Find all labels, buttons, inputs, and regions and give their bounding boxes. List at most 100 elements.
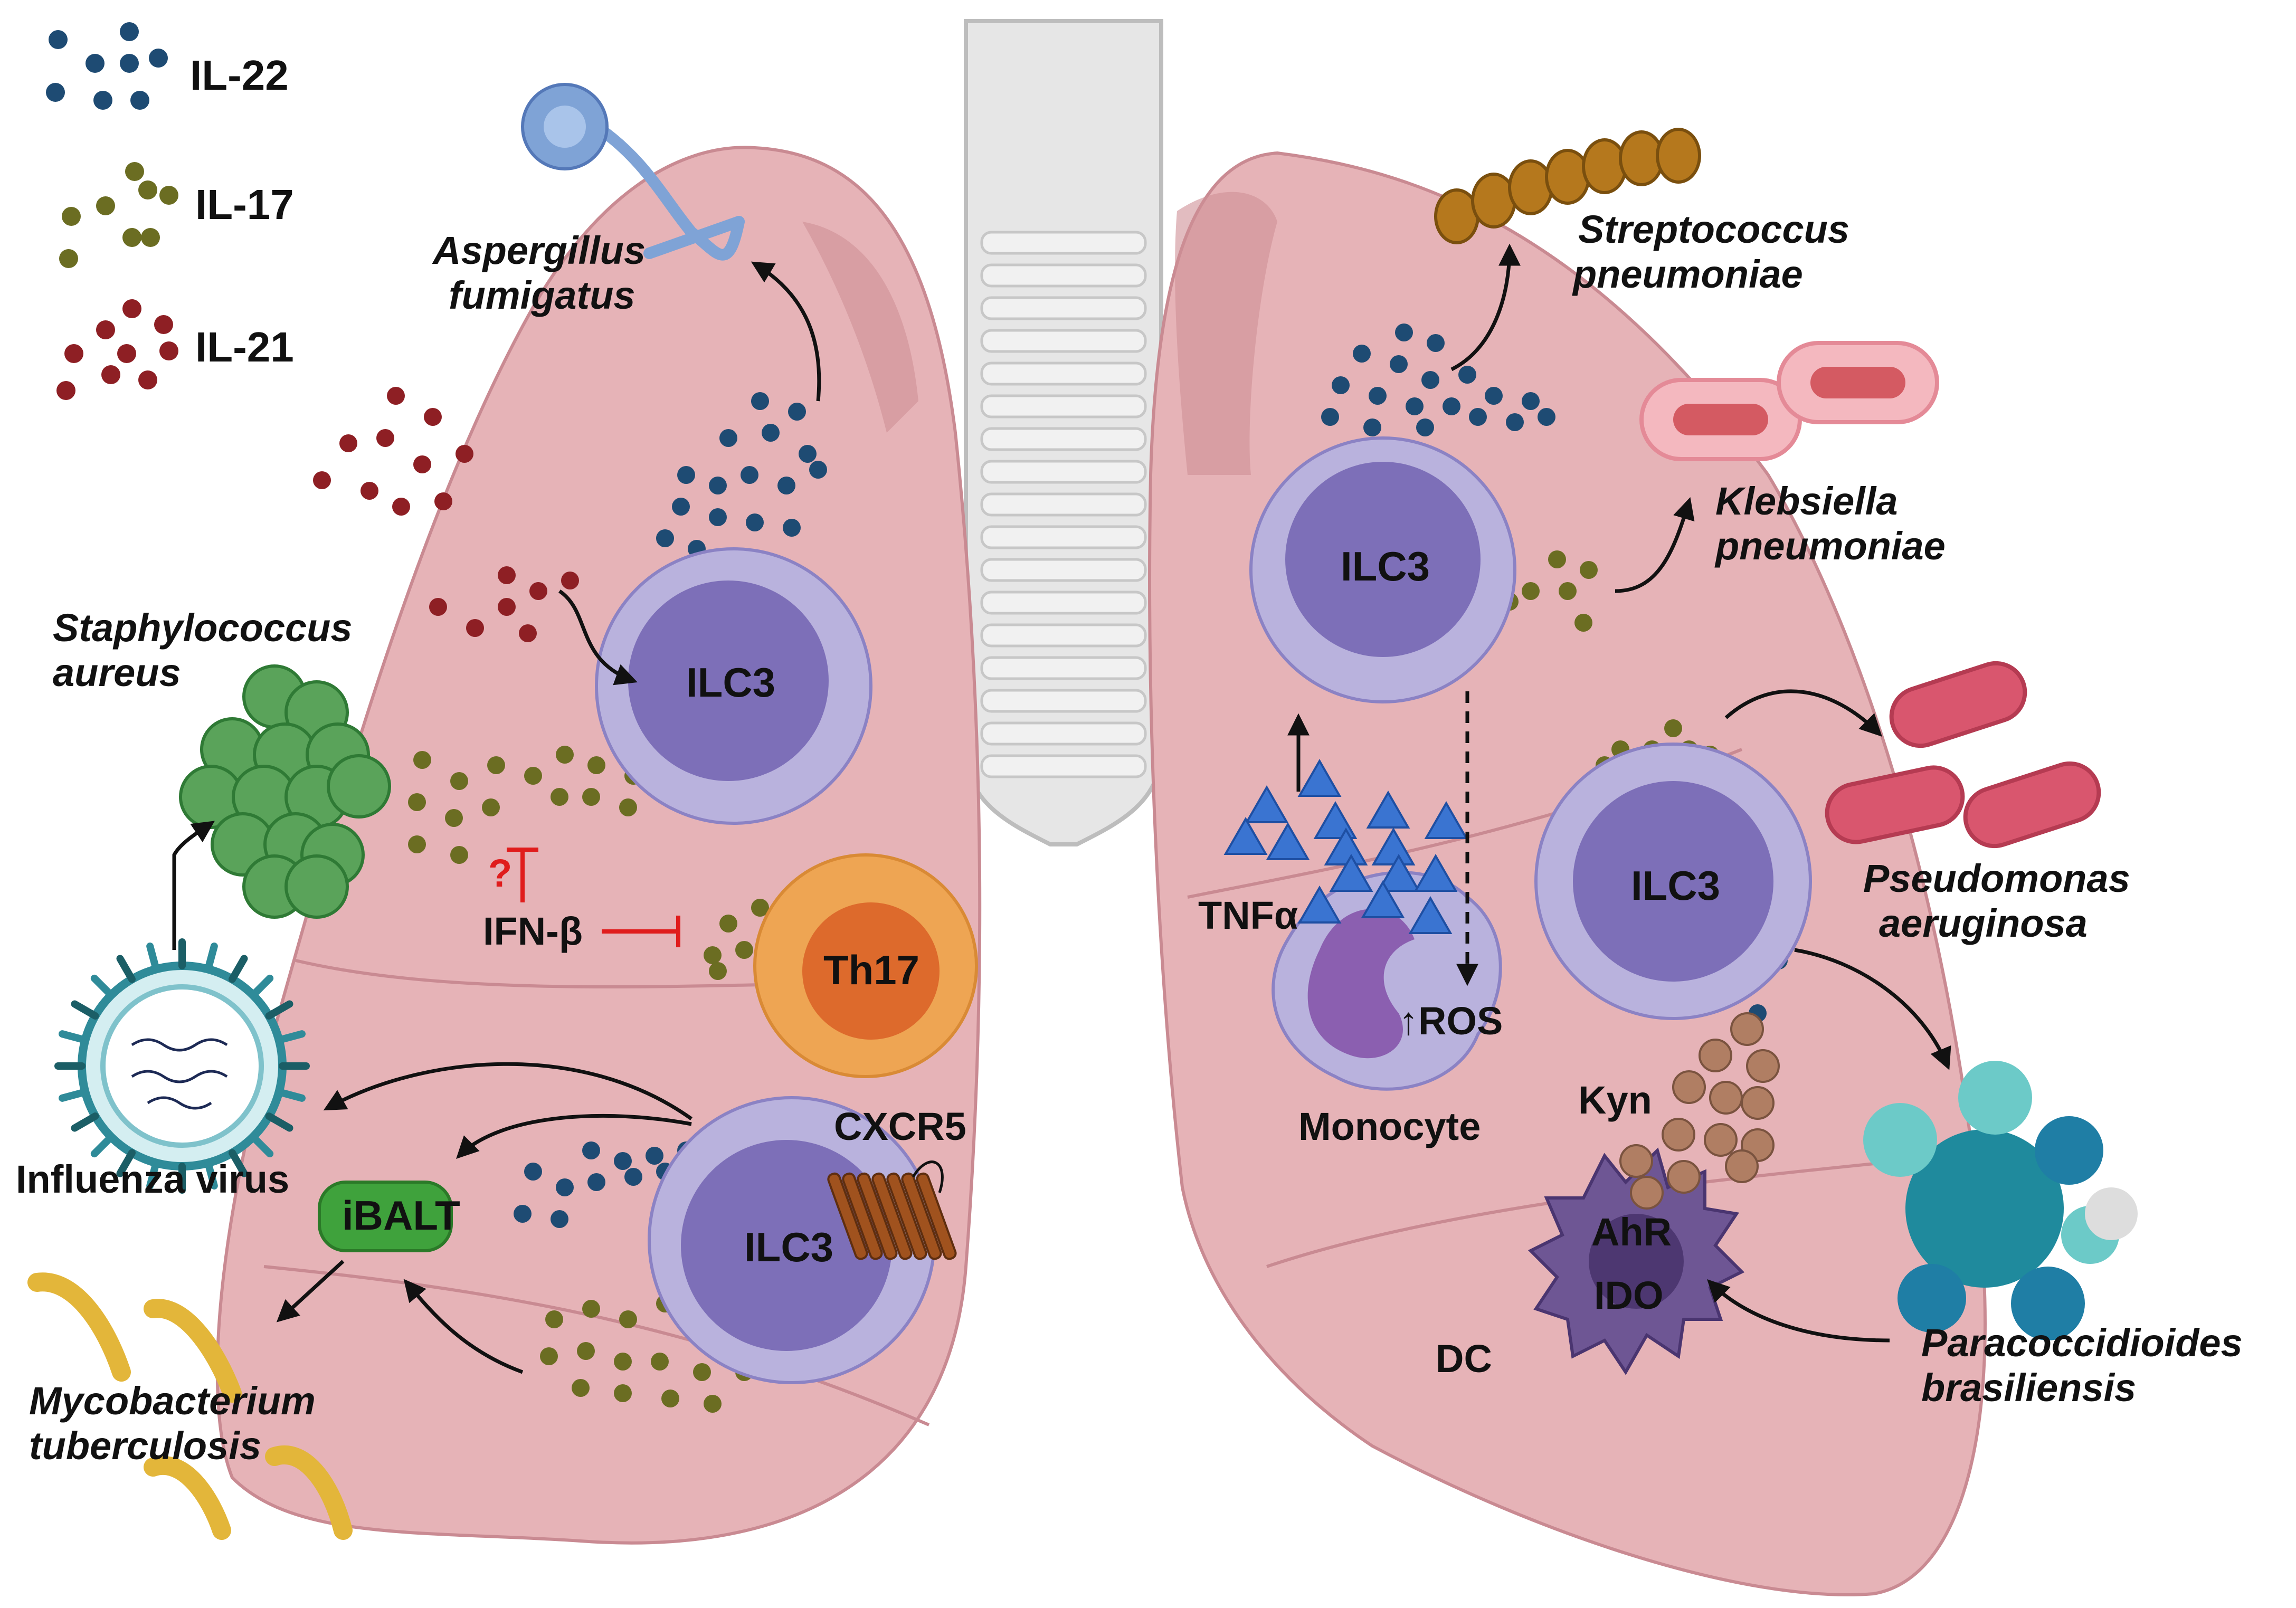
il17-dot bbox=[450, 772, 468, 790]
pseudomonas-label: Pseudomonas aeruginosa bbox=[1863, 857, 2130, 945]
cxcr5-receptor-icon: CXCR5 bbox=[827, 1105, 966, 1260]
kyn-dot bbox=[1709, 1081, 1743, 1115]
il22-legend-dot bbox=[46, 83, 65, 102]
trachea-ring bbox=[980, 231, 1147, 255]
svg-text:Klebsiella: Klebsiella bbox=[1715, 479, 1898, 523]
tnf-triangle bbox=[1424, 801, 1468, 839]
il17-legend-dot bbox=[122, 228, 141, 247]
il21-dot bbox=[498, 566, 516, 584]
il22-legend-dot bbox=[49, 30, 68, 49]
il22-dot bbox=[582, 1141, 600, 1159]
flu-spike bbox=[204, 943, 218, 973]
svg-text:tuberculosis: tuberculosis bbox=[29, 1424, 261, 1468]
il22-dot bbox=[1390, 355, 1408, 373]
il17-legend-dot bbox=[96, 196, 115, 215]
il21-dot bbox=[498, 598, 516, 616]
il21-dot bbox=[392, 498, 410, 516]
kynurenine-dots bbox=[1619, 1012, 1780, 1210]
il21-legend-dot bbox=[154, 315, 173, 334]
trachea-ring bbox=[980, 558, 1147, 582]
il17-dot bbox=[704, 1395, 722, 1413]
il22-dot bbox=[746, 513, 764, 531]
il21-dot bbox=[313, 471, 331, 489]
il22-dot bbox=[1538, 408, 1555, 426]
tnf-triangle bbox=[1297, 758, 1342, 797]
il22-dot bbox=[709, 508, 727, 526]
ido-label: IDO bbox=[1594, 1273, 1664, 1317]
il17-dot bbox=[619, 798, 637, 816]
tnf-triangle bbox=[1361, 880, 1405, 918]
svg-text:fumigatus: fumigatus bbox=[449, 273, 635, 317]
il17-dot bbox=[614, 1384, 632, 1402]
il17-dot bbox=[482, 798, 500, 816]
il17-dot bbox=[661, 1390, 679, 1407]
flu-spike bbox=[71, 1112, 99, 1132]
il22-dot bbox=[656, 529, 674, 547]
right-lung-arrows bbox=[1287, 243, 1951, 1343]
flu-spike bbox=[275, 1088, 306, 1102]
il17-dot bbox=[1559, 582, 1577, 600]
il22-dot bbox=[1522, 392, 1540, 410]
trachea-ring bbox=[980, 361, 1147, 386]
ibalt-label: iBALT bbox=[342, 1192, 460, 1239]
il22-dot bbox=[1332, 376, 1350, 394]
il17-dot bbox=[545, 1310, 563, 1328]
il22-dot bbox=[1369, 387, 1387, 405]
cxcr5-helix bbox=[871, 1172, 913, 1260]
left-lung-arrows bbox=[172, 261, 821, 1374]
il22-dot bbox=[1395, 323, 1413, 341]
il22-dot bbox=[1458, 366, 1476, 384]
cxcr5-helix bbox=[901, 1172, 942, 1260]
il22-dot bbox=[551, 1210, 568, 1228]
legend-il22-label: IL-22 bbox=[190, 52, 289, 99]
il22-dot bbox=[1469, 408, 1487, 426]
il17-dot bbox=[587, 756, 605, 774]
il22-dot bbox=[762, 424, 780, 442]
il21-dot bbox=[456, 445, 473, 463]
il17-dot bbox=[450, 846, 468, 864]
tnf-triangle bbox=[1223, 816, 1268, 855]
monocyte-label: Monocyte bbox=[1298, 1105, 1481, 1148]
svg-text:Staphylococcus: Staphylococcus bbox=[53, 606, 353, 650]
il22-dot bbox=[677, 466, 695, 484]
il22-dot bbox=[709, 477, 727, 494]
flu-spike bbox=[59, 1088, 89, 1102]
svg-text:Aspergillus: Aspergillus bbox=[432, 229, 646, 272]
flu-spike bbox=[229, 1149, 248, 1177]
influenza-label: Influenza virus bbox=[16, 1157, 289, 1201]
trachea-ring bbox=[980, 754, 1147, 778]
il17-dot bbox=[735, 941, 753, 959]
cxcr5-helix bbox=[886, 1172, 927, 1260]
flu-spike bbox=[146, 1159, 160, 1190]
trachea-ring bbox=[980, 492, 1147, 517]
trachea-ring bbox=[980, 525, 1147, 549]
klebsiella-label: Klebsiella pneumoniae bbox=[1714, 479, 1946, 568]
ilc3-label-left-bottom: ILC3 bbox=[744, 1224, 833, 1270]
flu-spike bbox=[59, 1030, 89, 1044]
il17-dot bbox=[719, 915, 737, 933]
th17-cell: Th17 bbox=[753, 853, 978, 1078]
question-mark-label: ? bbox=[488, 851, 512, 895]
svg-text:Paracoccidioides: Paracoccidioides bbox=[1921, 1321, 2243, 1365]
il21-legend-dot bbox=[101, 365, 120, 384]
tnf-triangle bbox=[1245, 785, 1289, 823]
kyn-dot bbox=[1662, 1118, 1695, 1152]
ilc3-cell-right: ILC3 bbox=[1534, 743, 1812, 1020]
kyn-label: Kyn bbox=[1578, 1078, 1652, 1122]
il17-dot bbox=[487, 756, 505, 774]
tnf-triangle bbox=[1329, 853, 1373, 892]
il17-dot bbox=[751, 899, 769, 917]
il17-dot bbox=[1522, 582, 1540, 600]
tnf-triangle bbox=[1413, 853, 1458, 892]
il22-dot bbox=[751, 392, 769, 410]
ahr-label: AhR bbox=[1591, 1210, 1672, 1254]
il22-dot bbox=[514, 1205, 532, 1223]
cxcr5-helix bbox=[827, 1172, 868, 1260]
il17-legend-dot bbox=[141, 228, 160, 247]
il22-dot bbox=[1443, 397, 1460, 415]
il17-dot bbox=[572, 1379, 590, 1397]
il22-dot bbox=[1416, 418, 1434, 436]
kyn-dot bbox=[1746, 1049, 1780, 1083]
il22-legend-dot bbox=[120, 22, 139, 41]
dendritic-cell: AhR IDO DC bbox=[1436, 1147, 1745, 1381]
